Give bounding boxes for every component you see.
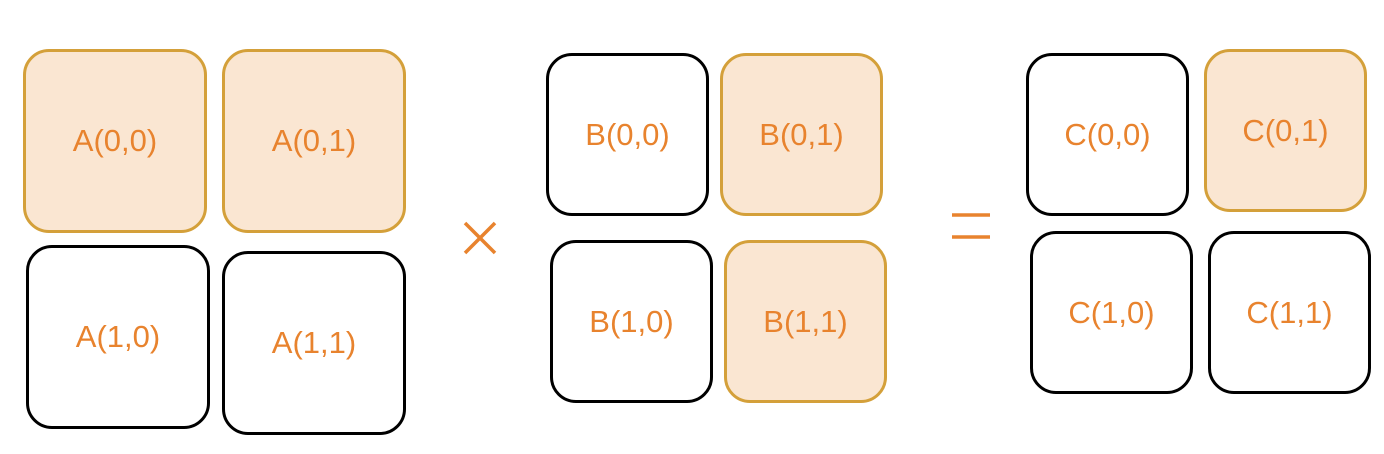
matrix-a-cell-1-1: A(1,1) [222,251,406,435]
equals-icon [950,208,992,244]
multiply-icon [460,218,500,258]
matrix-c-cell-1-1: C(1,1) [1208,231,1371,394]
matrix-b-cell-0-0: B(0,0) [546,53,709,216]
matrix-b-cell-1-0: B(1,0) [550,240,713,403]
matrix-c-cell-1-0: C(1,0) [1030,231,1193,394]
matrix-b-cell-1-1: B(1,1) [724,240,887,403]
matrix-a-cell-0-1: A(0,1) [222,49,406,233]
matrix-a-cell-1-0: A(1,0) [26,245,210,429]
matrix-c-cell-0-1: C(0,1) [1204,49,1367,212]
matrix-b-cell-0-1: B(0,1) [720,53,883,216]
matrix-a-cell-0-0: A(0,0) [23,49,207,233]
matrix-c-cell-0-0: C(0,0) [1026,53,1189,216]
